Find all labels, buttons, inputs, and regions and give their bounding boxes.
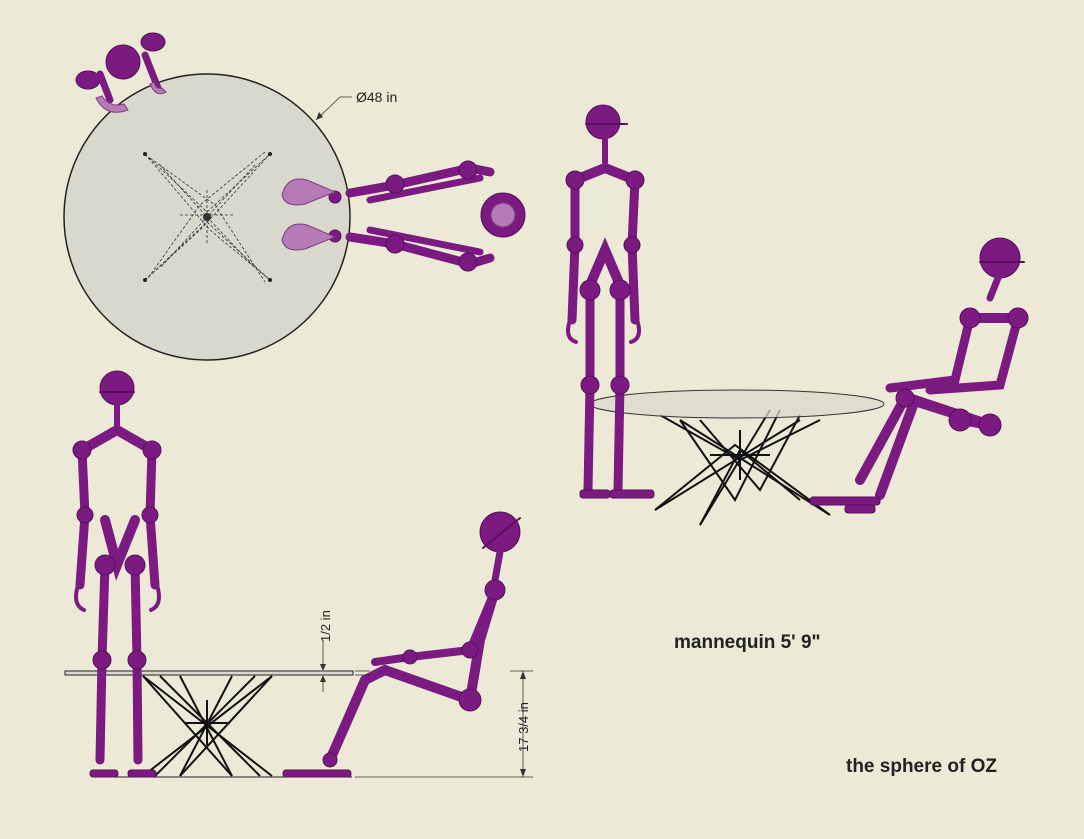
mannequin-seated-side — [282, 511, 521, 778]
mannequin-standing-iso — [565, 104, 655, 499]
base-center-plan — [203, 213, 211, 221]
iso-view — [565, 104, 1029, 526]
mannequin-caption: mannequin 5' 9" — [674, 632, 821, 653]
glass-top-iso — [589, 389, 885, 419]
table-base-iso — [654, 409, 831, 526]
glass-top-elevation — [64, 670, 354, 676]
front-view: 1/2 in 17 3/4 in — [64, 370, 533, 778]
mannequin-standing-front — [72, 370, 162, 778]
diameter-label: Ø48 in — [356, 89, 397, 105]
glass-thickness-label: 1/2 in — [318, 610, 333, 642]
mannequin-top-seated — [281, 160, 526, 272]
dimension-table-height: 17 3/4 in — [355, 670, 533, 778]
diameter-leader — [315, 96, 352, 121]
mannequin-seated-iso — [809, 237, 1029, 514]
dimension-glass-thickness: 1/2 in — [318, 610, 370, 692]
table-height-label: 17 3/4 in — [516, 702, 531, 752]
top-view: Ø48 in — [63, 32, 526, 361]
table-base-elevation — [142, 675, 273, 777]
mannequin-top-standing — [75, 32, 167, 113]
product-title: the sphere of OZ — [846, 756, 997, 777]
